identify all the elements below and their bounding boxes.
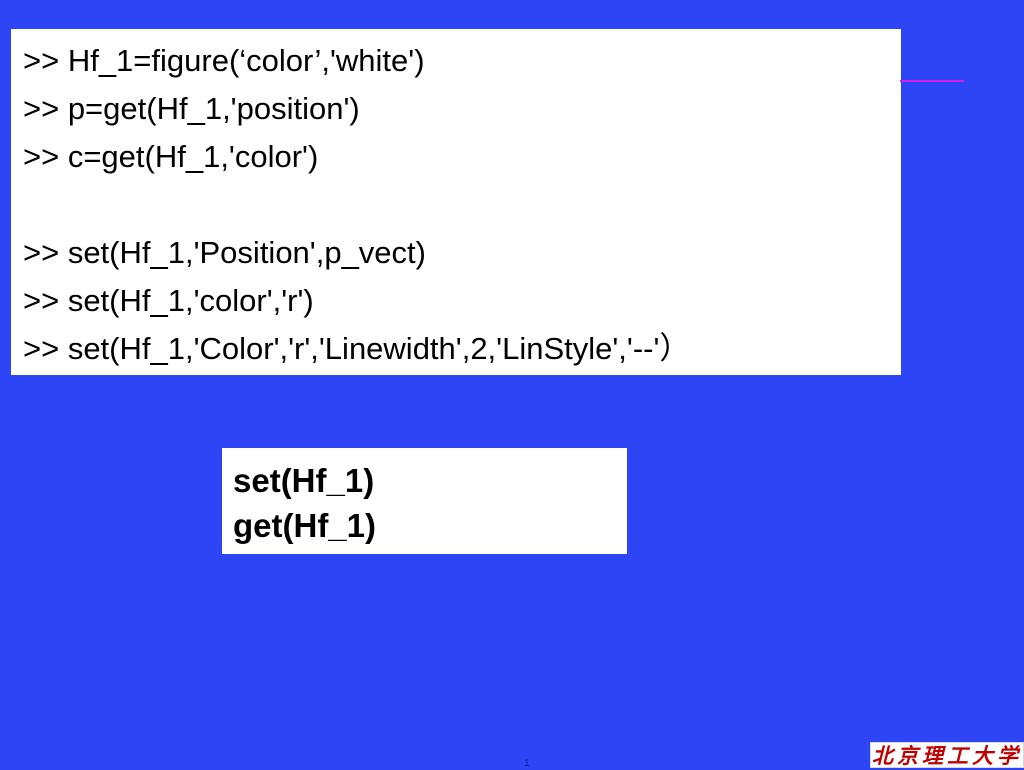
university-logo: 北京理工大学 bbox=[870, 742, 1024, 768]
code-line-get-position: >> p=get(Hf_1,'position') bbox=[23, 91, 360, 126]
page-mark: 1 bbox=[524, 758, 530, 769]
code-line-blank bbox=[23, 181, 901, 229]
code-line-set-position: >> set(Hf_1,'Position',p_vect) bbox=[23, 235, 426, 270]
command-get: get(Hf_1) bbox=[233, 507, 377, 544]
code-line-figure: >> Hf_1=figure(‘color’,'white') bbox=[23, 43, 425, 78]
code-example-box: >> Hf_1=figure(‘color’,'white') >> p=get… bbox=[11, 29, 901, 375]
command-set: set(Hf_1) bbox=[233, 462, 375, 499]
code-line-get-color: >> c=get(Hf_1,'color') bbox=[23, 139, 319, 174]
code-line-set-color: >> set(Hf_1,'color','r') bbox=[23, 283, 314, 318]
command-summary-box: set(Hf_1) get(Hf_1) bbox=[222, 448, 627, 554]
accent-divider bbox=[900, 80, 964, 82]
code-line-set-linestyle: >> set(Hf_1,'Color','r','Linewidth',2,'L… bbox=[23, 331, 691, 366]
